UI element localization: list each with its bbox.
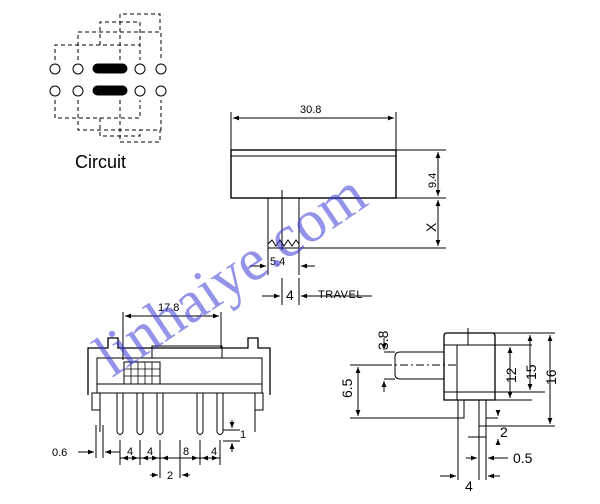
circuit-dashed-connections	[54, 13, 162, 143]
front-pins	[99, 393, 256, 435]
dim-15-text: 15	[523, 364, 539, 380]
side-view	[350, 328, 555, 480]
pitch-dim-2: 4	[147, 446, 153, 458]
width-dim-text-side: 4	[465, 478, 473, 494]
side-pin-right	[478, 399, 487, 427]
slider-bar-top	[92, 63, 128, 74]
pin-dim-text: 2	[500, 424, 508, 440]
contact-row-1	[49, 63, 167, 75]
offset-dim-text: 2	[167, 470, 173, 482]
lever-height-text: 6.5	[339, 378, 355, 398]
switch-body	[230, 149, 397, 199]
travel-value-text: 4	[286, 287, 294, 303]
watermark: linhaiye.com	[82, 160, 377, 389]
left-mount-tab	[91, 392, 101, 411]
right-mount-tab	[254, 392, 264, 411]
contact-row-2	[49, 85, 167, 97]
pitch-dim-1: 4	[127, 446, 133, 458]
span-dim-text: 17.8	[158, 302, 179, 314]
circuit-diagram	[49, 13, 167, 143]
pitch-dim-3: 8	[183, 446, 189, 458]
side-pin-left	[457, 399, 465, 419]
pin-thickness-text: 0.6	[52, 447, 67, 459]
shaft-width-text: 5.4	[270, 256, 285, 268]
thickness-dim-text: 0.5	[513, 450, 533, 466]
front-view	[78, 312, 271, 478]
actuator-shaft	[267, 197, 300, 249]
width-dim-text: 30.8	[300, 104, 321, 116]
lever-dim-text: 3.8	[375, 330, 391, 350]
top-view	[230, 112, 446, 305]
actuator-knob	[123, 361, 161, 385]
height-dim-text: 9.4	[427, 173, 439, 188]
dim-12-text: 12	[503, 367, 519, 383]
frame-outline	[87, 337, 271, 395]
slider-top	[151, 345, 223, 359]
pitch-dim-4: 4	[211, 446, 217, 458]
side-body	[443, 332, 496, 401]
break-line	[267, 239, 300, 247]
circuit-label: Circuit	[75, 152, 126, 172]
shaft-dim-text: X	[423, 222, 439, 232]
right-dim-text: 1	[240, 429, 246, 441]
slider-bar-bottom	[92, 85, 128, 96]
dim-16-text: 16	[543, 369, 559, 385]
travel-label: TRAVEL	[318, 289, 363, 301]
